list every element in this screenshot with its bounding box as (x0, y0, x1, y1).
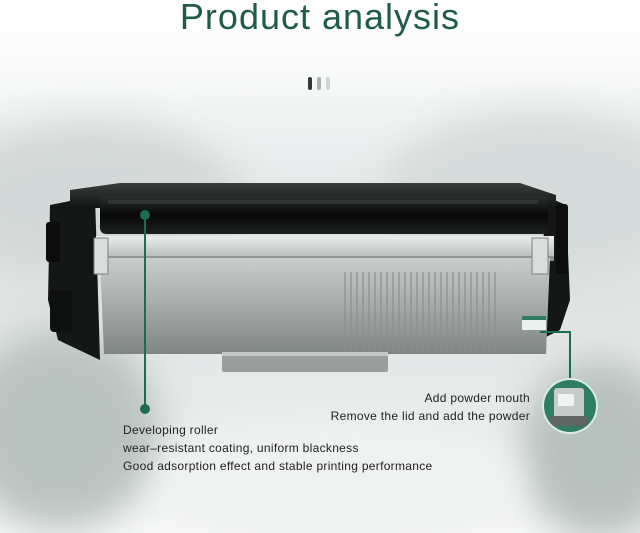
pager-dot-active[interactable] (308, 77, 312, 90)
mist-cloud (0, 330, 160, 530)
roller-pointer-dot (140, 210, 150, 220)
powder-pointer-line-vertical (569, 331, 571, 381)
mist-cloud (160, 420, 520, 533)
roller-feature-2: Good adsorption effect and stable printi… (123, 459, 433, 473)
powder-mouth-heading: Add powder mouth (424, 391, 530, 405)
page-title: Product analysis (179, 0, 461, 37)
pager-indicator (308, 77, 330, 90)
powder-mouth-closeup (544, 380, 596, 432)
pager-dot[interactable] (317, 77, 321, 90)
pager-dot[interactable] (326, 77, 330, 90)
roller-feature-1: wear–resistant coating, uniform blacknes… (123, 441, 359, 455)
powder-mouth-description: Remove the lid and add the powder (330, 409, 530, 423)
powder-pointer-line (540, 331, 570, 333)
roller-pointer-line (144, 214, 146, 410)
roller-callout-dot (140, 404, 150, 414)
roller-heading: Developing roller (123, 423, 219, 437)
